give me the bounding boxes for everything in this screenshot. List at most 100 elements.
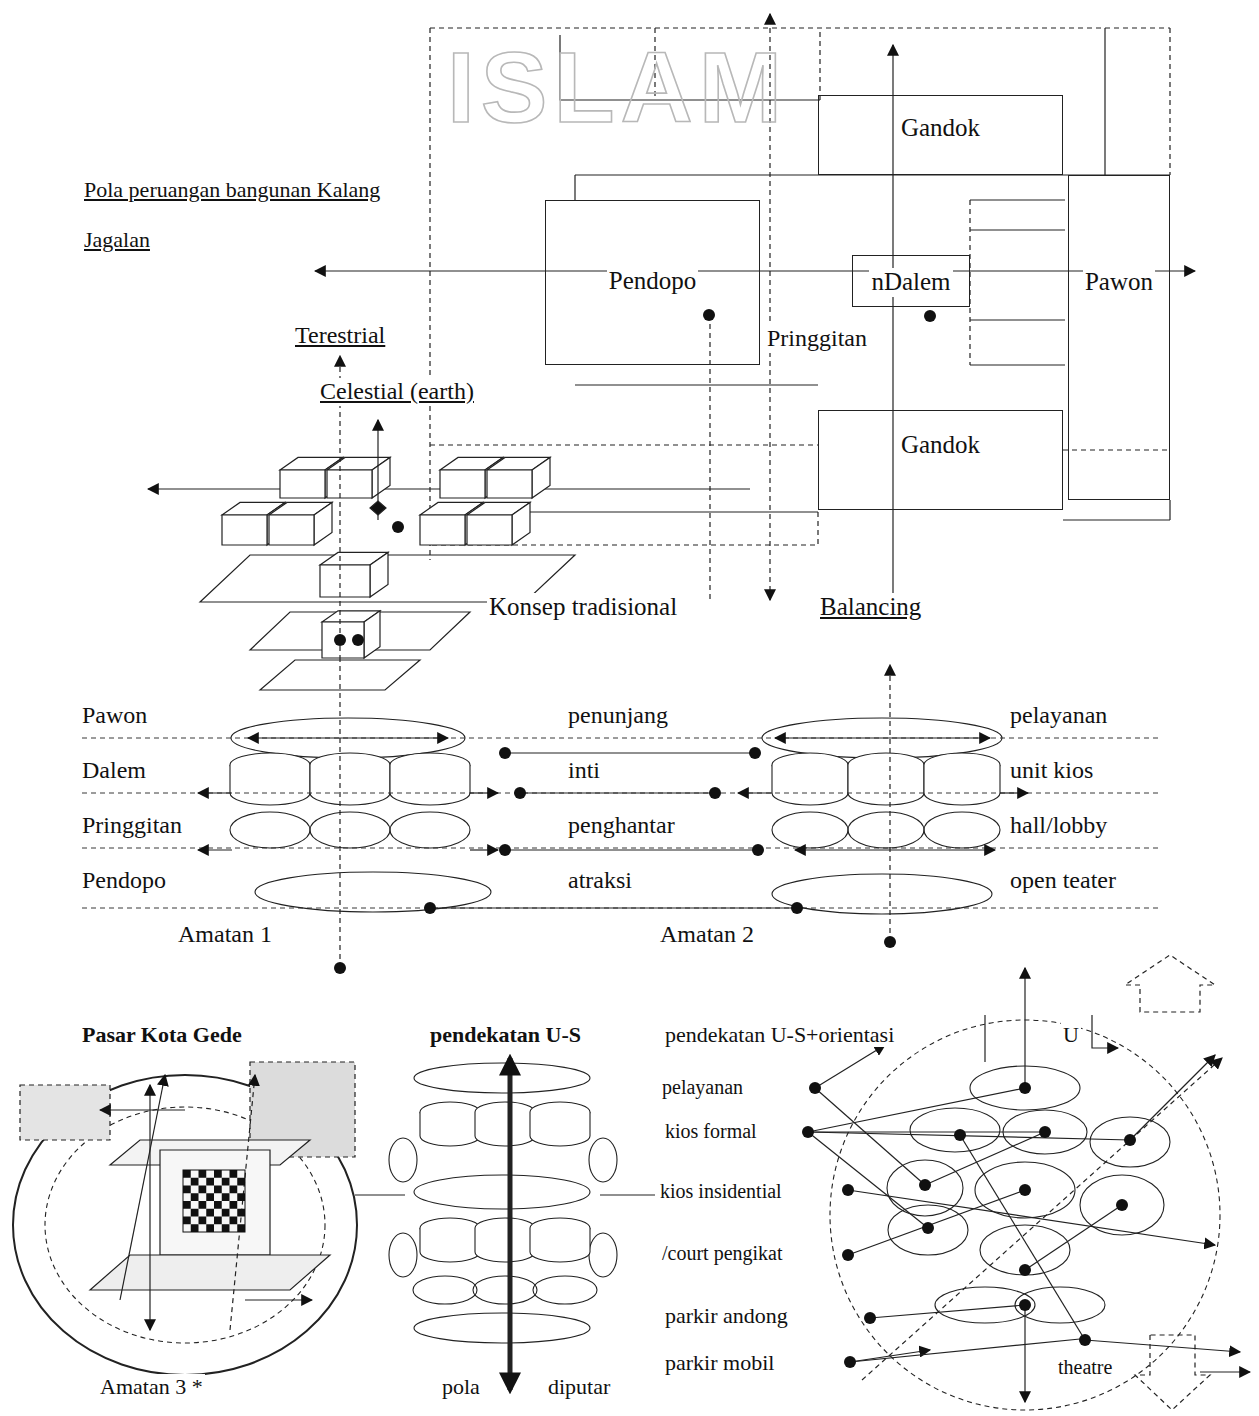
drawing-line — [815, 1088, 925, 1185]
drawing-line — [508, 1058, 513, 1390]
point-dot — [514, 787, 526, 799]
outline-ellipse — [1090, 1117, 1170, 1167]
drawing-line — [429, 28, 430, 560]
point-dot — [1039, 1126, 1051, 1138]
checker-cell — [199, 1217, 207, 1225]
drawing-line — [848, 1190, 1025, 1255]
zone-label: pelayanan — [660, 1076, 745, 1099]
drawing-line — [269, 515, 314, 545]
row-label: inti — [566, 757, 602, 785]
checker-cell — [183, 1217, 191, 1225]
drawing-line — [320, 565, 370, 597]
drawing-line — [355, 1194, 405, 1195]
caption-label: pola — [440, 1374, 482, 1399]
point-dot — [334, 634, 346, 646]
outline-ellipse — [887, 1160, 963, 1216]
drawing-line — [709, 315, 710, 600]
orientation-label: U — [1061, 1022, 1081, 1047]
outline-ellipse — [924, 812, 1000, 848]
axis-label: Terestrial — [293, 322, 387, 350]
room-name: Gandok — [899, 431, 982, 460]
point-dot — [1019, 1264, 1031, 1276]
outline-ellipse — [1015, 1287, 1105, 1323]
checker-cell — [214, 1217, 222, 1225]
checker-cell — [222, 1224, 230, 1232]
outline-ellipse — [1080, 1175, 1164, 1235]
outline-ellipse — [414, 1175, 590, 1209]
point-dot — [703, 309, 715, 321]
point-dot — [499, 844, 511, 856]
drawing-line — [512, 502, 530, 545]
drawing-line — [970, 199, 1065, 200]
zone-label: kios insidential — [658, 1180, 784, 1203]
cylinder-body — [530, 1112, 590, 1146]
observation-label: Amatan 3 * — [98, 1374, 205, 1399]
drawing-line — [100, 1109, 185, 1110]
outline-ellipse — [389, 1233, 417, 1277]
checker-cell — [230, 1170, 238, 1178]
drawing-line — [470, 849, 498, 850]
outline-ellipse — [762, 718, 1002, 758]
outline-ellipse — [414, 1063, 590, 1093]
point-dot — [1019, 1299, 1031, 1311]
row-label: Dalem — [80, 757, 148, 785]
point-dot — [334, 962, 346, 974]
outline-ellipse — [888, 1205, 968, 1255]
concept-label: Konsep tradisional — [487, 593, 679, 622]
cylinder-body — [420, 1228, 480, 1262]
drawing-line — [1135, 1335, 1210, 1410]
drawing-line — [198, 849, 232, 850]
cylinder-body — [230, 765, 310, 805]
drawing-line — [467, 515, 512, 545]
cylinder-body — [310, 765, 390, 805]
checker-cell — [237, 1178, 245, 1186]
point-dot — [842, 1184, 854, 1196]
drawing-line — [862, 1058, 1222, 1380]
point-dot — [922, 1222, 934, 1234]
drawing-line — [850, 1339, 1080, 1362]
row-label: unit kios — [1008, 757, 1095, 785]
row-label: open teater — [1008, 867, 1118, 895]
cylinder-body — [420, 1112, 480, 1146]
drawing-line — [1024, 1305, 1025, 1402]
room-box: nDalem — [852, 255, 970, 307]
point-dot — [884, 936, 896, 948]
row-label: Pendopo — [80, 867, 168, 895]
point-dot — [1124, 1134, 1136, 1146]
outline-ellipse — [230, 812, 310, 848]
drawing-line — [738, 792, 772, 793]
drawing-line — [149, 1085, 150, 1330]
drawing-line — [1000, 792, 1028, 793]
drawing-line — [230, 1075, 255, 1330]
drawing-line — [372, 457, 390, 498]
room-name: Gandok — [899, 114, 982, 143]
point-dot — [424, 902, 436, 914]
drawing-line — [327, 470, 372, 498]
checker-cell — [199, 1186, 207, 1194]
drawing-line — [575, 384, 818, 385]
drawing-line — [970, 319, 1065, 320]
drawing-line — [245, 1299, 312, 1300]
point-dot — [1079, 1334, 1091, 1346]
point-dot — [842, 1249, 854, 1261]
room-label: Pringgitan — [765, 325, 869, 353]
point-dot — [709, 787, 721, 799]
drawing-line — [1200, 1371, 1250, 1372]
checker-board — [183, 1170, 245, 1232]
drawing-line — [440, 470, 485, 498]
checker-cell — [183, 1186, 191, 1194]
room-box: Gandok — [818, 95, 1063, 175]
concept-label: Balancing — [818, 593, 923, 622]
cylinder-body — [475, 1228, 535, 1262]
row-label: penunjang — [566, 702, 670, 730]
drawing-line — [82, 738, 1160, 739]
checker-cell — [222, 1178, 230, 1186]
point-dot — [954, 1129, 966, 1141]
room-name: Pendopo — [607, 267, 699, 296]
drawing-line — [82, 848, 1160, 849]
row-label: atraksi — [566, 867, 634, 895]
cylinder-body — [390, 765, 470, 805]
row-label: penghantar — [566, 812, 677, 840]
checker-cell — [191, 1209, 199, 1217]
drawing-line — [364, 611, 380, 658]
